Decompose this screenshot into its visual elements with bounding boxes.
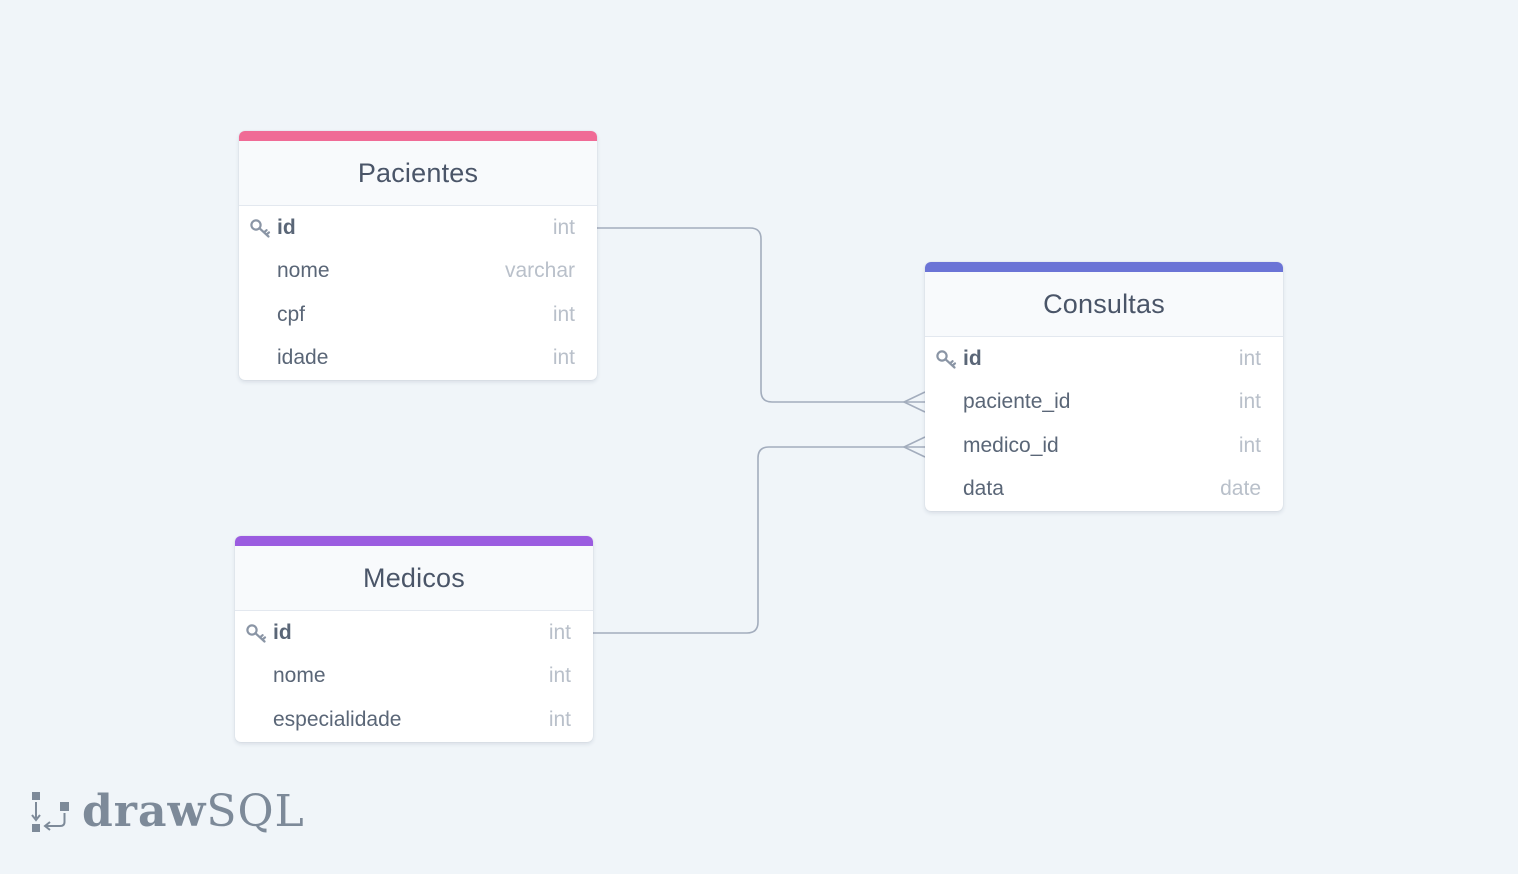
column-type: int [552, 215, 575, 239]
table-header[interactable]: Consultas [925, 272, 1283, 337]
crowfoot-medico-id [902, 436, 926, 458]
table-column-especialidade[interactable]: especialidade int [235, 698, 593, 742]
column-name: cpf [277, 302, 306, 326]
column-name: medico_id [963, 433, 1059, 457]
column-name: id [277, 215, 296, 239]
column-type: int [552, 302, 575, 326]
column-type: int [1238, 346, 1261, 370]
relationship-line-pacientes-consultas[interactable] [597, 227, 925, 403]
table-header[interactable]: Pacientes [239, 141, 597, 206]
key-icon [250, 219, 271, 238]
column-name: idade [277, 346, 329, 370]
logo-text-sql: SQL [206, 785, 305, 837]
column-type: int [552, 346, 575, 370]
column-name: id [273, 620, 292, 644]
table-column-cpf[interactable]: cpf int [239, 293, 597, 337]
table-column-id[interactable]: id int [239, 206, 597, 250]
table-column-medico-id[interactable]: medico_id int [925, 424, 1283, 468]
table-column-id[interactable]: id int [925, 337, 1283, 381]
column-name: especialidade [273, 707, 402, 731]
relationship-line-medicos-consultas[interactable] [593, 446, 925, 634]
table-column-idade[interactable]: idade int [239, 337, 597, 381]
drawsql-logo-icon [31, 792, 69, 832]
key-icon [246, 624, 267, 643]
table-header[interactable]: Medicos [235, 546, 593, 611]
table-pacientes[interactable]: Pacientes id int nome varchar cpf int id… [239, 131, 597, 380]
column-type: date [1220, 477, 1261, 501]
table-color-bar [235, 536, 593, 546]
column-name: nome [277, 259, 330, 283]
column-name: id [963, 346, 982, 370]
column-type: varchar [504, 259, 575, 283]
table-title: Consultas [1043, 288, 1165, 319]
column-type: int [1238, 433, 1261, 457]
table-column-nome[interactable]: nome varchar [239, 250, 597, 294]
crowfoot-paciente-id [902, 391, 926, 413]
table-color-bar [239, 131, 597, 141]
table-column-paciente-id[interactable]: paciente_id int [925, 381, 1283, 425]
table-title: Medicos [363, 562, 465, 593]
drawsql-logo[interactable]: draw SQL [30, 785, 305, 837]
column-name: nome [273, 664, 326, 688]
table-column-id[interactable]: id int [235, 611, 593, 655]
table-medicos[interactable]: Medicos id int nome int especialidade in… [235, 536, 593, 742]
column-type: int [1238, 390, 1261, 414]
table-consultas[interactable]: Consultas id int paciente_id int medico_… [925, 262, 1283, 511]
column-type: int [548, 707, 571, 731]
column-name: data [963, 477, 1004, 501]
column-type: int [548, 664, 571, 688]
logo-text-draw: draw [82, 785, 207, 837]
table-title: Pacientes [357, 157, 479, 188]
table-column-data[interactable]: data date [925, 468, 1283, 512]
table-column-nome[interactable]: nome int [235, 655, 593, 699]
table-color-bar [925, 262, 1283, 272]
column-name: paciente_id [963, 390, 1071, 414]
column-type: int [548, 620, 571, 644]
key-icon [936, 350, 957, 369]
